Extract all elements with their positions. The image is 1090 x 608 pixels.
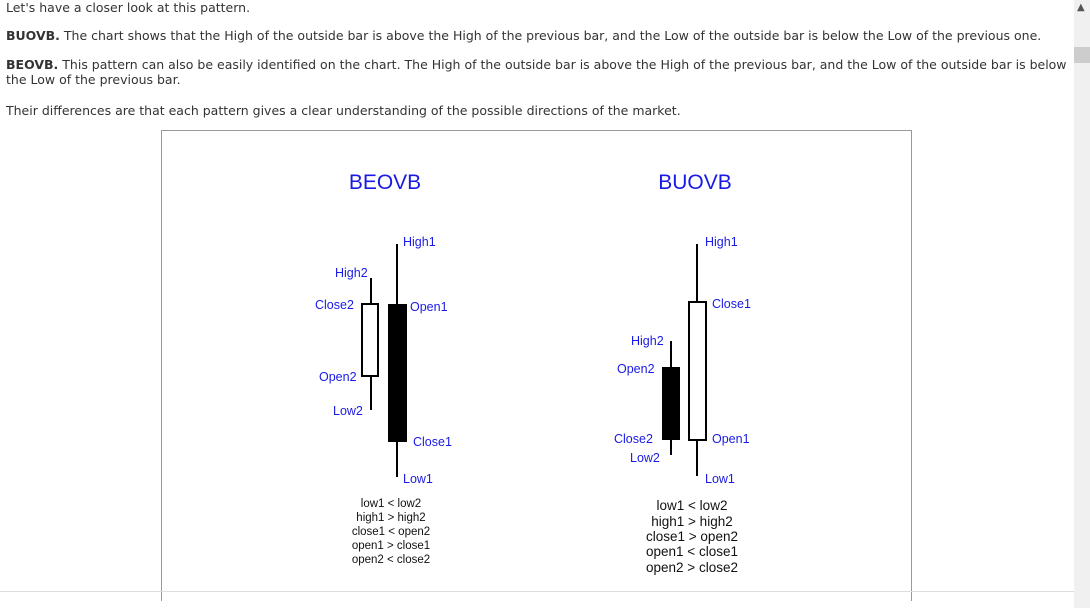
vertical-scrollbar[interactable]: ▲ <box>1074 0 1090 608</box>
label-open1: Open1 <box>712 432 750 446</box>
buovb-paragraph: BUOVB. The chart shows that the High of … <box>6 28 1068 43</box>
condition: open1 > close1 <box>352 540 430 552</box>
label-open1: Open1 <box>410 300 448 314</box>
scrollbar-thumb[interactable] <box>1074 47 1090 63</box>
label-open2: Open2 <box>617 362 655 376</box>
condition: open2 < close2 <box>352 554 430 566</box>
beovb-small-candle <box>361 278 379 410</box>
label-low2: Low2 <box>333 404 363 418</box>
chevron-up-icon[interactable]: ▲ <box>1077 2 1085 13</box>
label-low1: Low1 <box>403 472 433 486</box>
beovb-title: BEOVB <box>349 171 421 194</box>
buovb-outside-candle <box>688 244 707 476</box>
beovb-term: BEOVB. <box>6 57 59 72</box>
intro-paragraph: Let's have a closer look at this pattern… <box>6 0 251 15</box>
condition: high1 > high2 <box>356 512 425 524</box>
label-close1: Close1 <box>413 435 452 449</box>
buovb-small-candle <box>662 341 680 455</box>
label-close2: Close2 <box>614 432 653 446</box>
beovb-text: This pattern can also be easily identifi… <box>6 57 1067 87</box>
label-low1: Low1 <box>705 472 735 486</box>
label-high2: High2 <box>631 334 664 348</box>
condition: low1 < low2 <box>657 498 728 513</box>
beovb-paragraph: BEOVB. This pattern can also be easily i… <box>6 57 1068 87</box>
label-high1: High1 <box>705 235 738 249</box>
label-close1: Close1 <box>712 297 751 311</box>
condition: close1 > open2 <box>646 529 738 544</box>
buovb-text: The chart shows that the High of the out… <box>59 28 1042 43</box>
condition: open2 > close2 <box>646 560 738 575</box>
buovb-title: BUOVB <box>658 171 732 194</box>
condition: low1 < low2 <box>361 498 421 510</box>
differences-paragraph: Their differences are that each pattern … <box>6 103 681 118</box>
condition: high1 > high2 <box>651 514 732 529</box>
divider <box>0 591 1074 592</box>
label-close2: Close2 <box>315 298 354 312</box>
outside-bar-figure: BEOVB High1 High2 Close2 Open1 Open2 Low… <box>161 130 912 601</box>
candlestick-diagram: BEOVB High1 High2 Close2 Open1 Open2 Low… <box>315 171 751 575</box>
label-low2: Low2 <box>630 451 660 465</box>
beovb-conditions: low1 < low2 high1 > high2 close1 < open2… <box>352 498 430 566</box>
buovb-conditions: low1 < low2 high1 > high2 close1 > open2… <box>646 498 738 575</box>
condition: close1 < open2 <box>352 526 430 538</box>
label-high1: High1 <box>403 235 436 249</box>
beovb-outside-candle <box>388 244 407 477</box>
buovb-term: BUOVB. <box>6 28 60 43</box>
label-open2: Open2 <box>319 370 357 384</box>
condition: open1 < close1 <box>646 544 738 559</box>
label-high2: High2 <box>335 266 368 280</box>
